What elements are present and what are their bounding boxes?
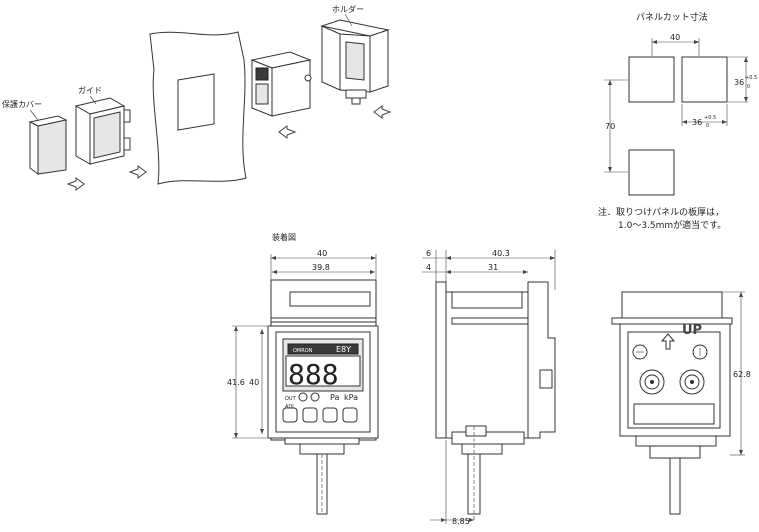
button-1 — [302, 407, 318, 423]
cut-pitch-label: 70 — [605, 122, 615, 131]
side-depth-front: 6 — [426, 249, 431, 258]
front-view: 40 39.8 OMRON E8Y 888 OUT ADJ Pa kPa — [227, 249, 379, 515]
up-label: UP — [682, 323, 702, 338]
holder-label: ホルダー — [332, 4, 364, 14]
brand-label: OMRON — [293, 348, 313, 354]
cut-height-tol-upper: +0.5 — [745, 75, 757, 81]
pa-label: Pa — [330, 393, 339, 402]
front-height-outer: 41.6 — [227, 378, 245, 387]
kpa-label: kPa — [344, 393, 358, 402]
button-adj — [282, 407, 298, 423]
guide-label: ガイド — [78, 85, 102, 95]
panel-cut-dimensions: パネルカット寸法 40 36 +0.5 0 36 +0.5 0 — [598, 11, 757, 231]
front-height-inner: 40 — [249, 378, 259, 387]
note-line-2: 1.0～3.5mmが適当です。 — [618, 219, 726, 231]
side-view: 6 40.3 4 31 8.85 — [422, 249, 556, 526]
assembly-arrow-5 — [373, 105, 392, 119]
up-arrow-icon — [660, 333, 676, 350]
holder-part — [320, 19, 390, 105]
seven-seg-digits: 888 — [288, 358, 339, 391]
assembly-arrow-4 — [278, 125, 297, 139]
side-port-offset: 8.85 — [452, 517, 470, 526]
cut-width-label: 40 — [670, 33, 680, 42]
note-line-1: 注．取りつけパネルの板厚は， — [598, 206, 724, 218]
front-width-inner: 39.8 — [312, 263, 330, 272]
panel-cut-square-2 — [681, 56, 728, 103]
panel-cut-square-3 — [628, 149, 675, 196]
back-height: 62.8 — [733, 370, 751, 379]
side-depth-bezel: 4 — [426, 263, 431, 272]
side-depth-total: 40.3 — [492, 249, 510, 258]
cut-width2-tol-lower: 0 — [706, 123, 709, 129]
button-3 — [342, 407, 358, 423]
cut-height-tol-lower: 0 — [747, 84, 750, 90]
assembly-arrow-1 — [66, 177, 85, 191]
cut-width2-label: 36 — [692, 118, 702, 127]
install-title: 装着図 — [272, 232, 296, 242]
model-label: E8Y — [336, 345, 351, 354]
front-width-outer: 40 — [317, 249, 327, 258]
sensor-body — [250, 51, 312, 117]
guide-part — [74, 97, 131, 165]
indicator-2 — [310, 392, 320, 402]
indicator-1 — [298, 392, 308, 402]
assembly-arrow-2 — [128, 165, 147, 179]
mounting-panel — [149, 31, 247, 185]
side-depth-body: 31 — [488, 263, 498, 272]
button-2 — [322, 407, 338, 423]
panel-cut-title: パネルカット寸法 — [636, 11, 708, 23]
cut-width2-tol-upper: +0.5 — [704, 115, 716, 121]
cover-label: 保護カバー — [2, 99, 42, 109]
back-view: UP 62.8 — [611, 291, 751, 515]
panel-cut-square-1 — [628, 56, 675, 103]
adj-label: ADJ — [285, 404, 294, 410]
cut-height-label: 36 — [734, 78, 744, 87]
exploded-assembly: 保護カバー ガイド — [2, 4, 392, 191]
protective-cover — [28, 115, 68, 175]
out-label: OUT — [285, 396, 297, 402]
